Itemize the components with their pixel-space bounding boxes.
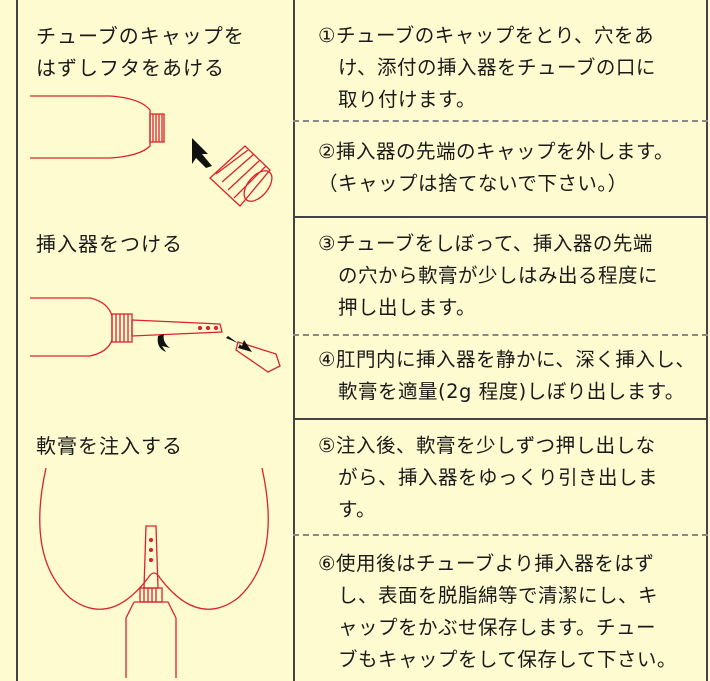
step-6-line: ブもキャップをして保存して下さい。 <box>338 648 677 671</box>
step-2-line: ②挿入器の先端のキャップを外します。 <box>318 140 675 163</box>
row-divider <box>293 120 708 122</box>
step-4: ④肛門内に挿入器を静かに、深く挿入し、 軟膏を適量(2g 程度)しぼり出します。 <box>318 344 702 408</box>
step-5: ⑤注入後、軟膏を少しずつ押し出しな がら、挿入器をゆっくり引き出しま す。 <box>318 430 702 526</box>
step-5-line: がら、挿入器をゆっくり引き出しま <box>338 466 659 489</box>
arrow-icon <box>226 336 252 352</box>
step-6-line: し、表面を脱脂綿等で清潔にし、キ <box>338 584 659 607</box>
row-divider <box>293 216 708 218</box>
label-attach-applicator: 挿入器をつける <box>36 232 183 256</box>
step-5-line: ⑤注入後、軟膏を少しずつ押し出しな <box>318 434 656 457</box>
rotate-arrow-icon <box>157 334 170 352</box>
step-1-line: ①チューブのキャップをとり、穴をあ <box>318 24 655 47</box>
arrow-icon <box>192 138 212 168</box>
step-4-line: 軟膏を適量(2g 程度)しぼり出します。 <box>338 380 685 403</box>
row-divider <box>293 334 708 336</box>
step-6-line: ャップをかぶせ保存します。チュー <box>338 616 657 639</box>
insertion-illustration <box>39 468 269 678</box>
step-3-line: 押し出します。 <box>338 296 477 319</box>
step-3-line: の穴から軟膏が少しはみ出る程度に <box>338 264 659 287</box>
label-open-cap: チューブのキャップを はずしフタをあける <box>36 20 245 84</box>
step-6-line: ⑥使用後はチューブより挿入器をはず <box>318 552 655 575</box>
label-open-cap-line1: チューブのキャップを <box>36 24 245 48</box>
tube-cap-illustration <box>30 95 273 207</box>
step-5-line: す。 <box>338 498 377 521</box>
step-1-line: 取り付けます。 <box>338 88 477 111</box>
row-divider <box>293 418 708 420</box>
step-1-line: け、添付の挿入器をチューブの口に <box>338 56 656 79</box>
step-2: ②挿入器の先端のキャップを外します。 （キャップは捨てないで下さい。） <box>318 136 702 200</box>
applicator-illustration <box>30 297 281 373</box>
label-inject-ointment: 軟膏を注入する <box>36 434 183 458</box>
step-3-line: ③チューブをしぼって、挿入器の先端 <box>318 232 653 255</box>
step-2-line: （キャップは捨てないで下さい。） <box>318 172 628 195</box>
row-divider <box>293 534 708 536</box>
step-6: ⑥使用後はチューブより挿入器をはず し、表面を脱脂綿等で清潔にし、キ ャップをか… <box>318 548 702 676</box>
label-open-cap-line2: はずしフタをあける <box>36 56 225 80</box>
step-3: ③チューブをしぼって、挿入器の先端 の穴から軟膏が少しはみ出る程度に 押し出しま… <box>318 228 702 324</box>
step-4-line: ④肛門内に挿入器を静かに、深く挿入し、 <box>318 348 696 371</box>
column-divider <box>293 0 295 681</box>
instruction-table <box>16 0 708 681</box>
step-1: ①チューブのキャップをとり、穴をあ け、添付の挿入器をチューブの口に 取り付けま… <box>318 20 702 116</box>
